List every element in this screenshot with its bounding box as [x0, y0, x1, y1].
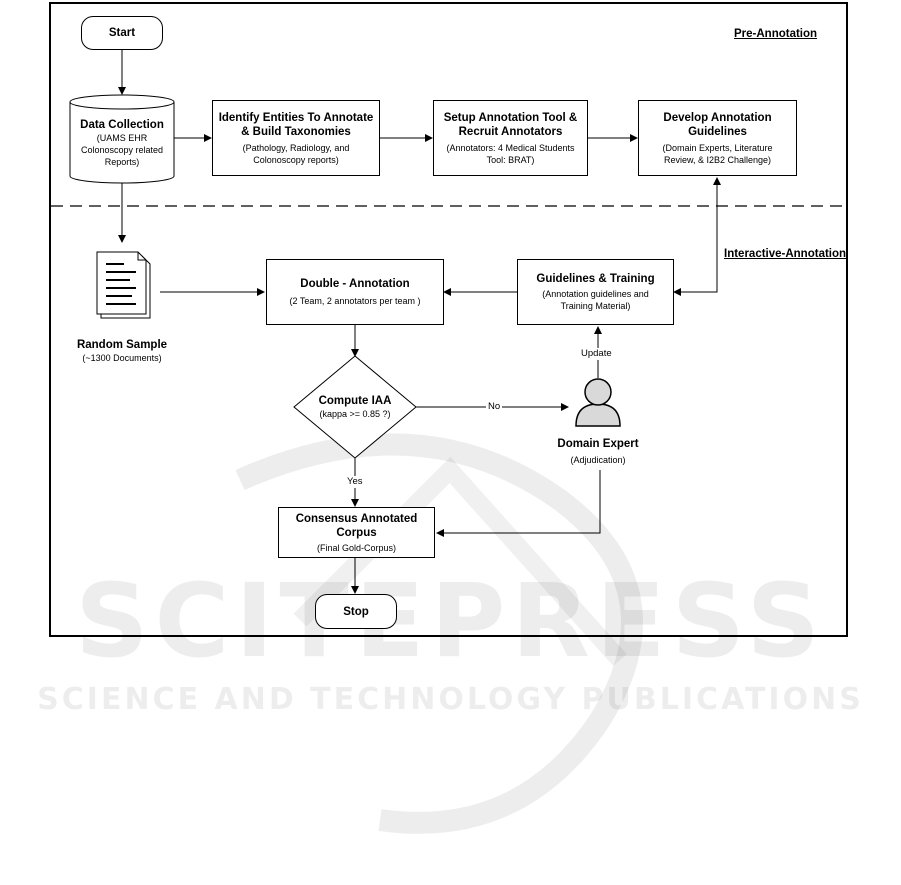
compute-iaa-sub: (kappa >= 0.85 ?)	[319, 409, 391, 419]
consensus-node: Consensus Annotated Corpus (Final Gold-C…	[278, 507, 435, 558]
develop-guidelines-node: Develop Annotation Guidelines (Domain Ex…	[638, 100, 797, 176]
edge-label-no: No	[486, 401, 503, 413]
watermark-text-small: SCIENCE AND TECHNOLOGY PUBLICATIONS	[37, 682, 864, 717]
develop-guidelines-title1: Develop Annotation	[663, 111, 772, 124]
identify-entities-node: Identify Entities To Annotate & Build Ta…	[212, 100, 380, 176]
guidelines-training-title: Guidelines & Training	[536, 273, 655, 285]
stop-node: Stop	[315, 594, 397, 629]
start-node: Start	[81, 16, 163, 50]
identify-entities-title1: Identify Entities To Annotate	[218, 111, 374, 124]
data-collection-sub2: Colonoscopy related	[80, 145, 164, 155]
edge-label-yes: Yes	[346, 476, 364, 488]
start-label: Start	[108, 27, 136, 39]
iaa-decision-diamond	[293, 355, 417, 459]
edge-label-update: Update	[580, 348, 613, 360]
consensus-title2: Corpus	[336, 526, 377, 539]
setup-tool-sub1: (Annotators: 4 Medical Students	[446, 142, 575, 153]
compute-iaa-node: Compute IAA (kappa >= 0.85 ?)	[300, 394, 410, 420]
double-annotation-node: Double - Annotation (2 Team, 2 annotator…	[266, 259, 444, 325]
domain-expert-title: Domain Expert	[557, 438, 639, 450]
data-collection-title: Data Collection	[80, 119, 164, 131]
develop-guidelines-title2: Guidelines	[688, 125, 747, 138]
setup-tool-title1: Setup Annotation Tool &	[443, 111, 578, 124]
setup-tool-sub2: Tool: BRAT)	[486, 154, 535, 165]
random-sample-sub: (~1300 Documents)	[82, 353, 162, 363]
domain-expert-sub: (Adjudication)	[570, 455, 626, 465]
double-annotation-sub: (2 Team, 2 annotators per team )	[289, 296, 421, 306]
data-collection-sub3: Reports)	[104, 157, 140, 167]
pre-annotation-label: Pre-Annotation	[734, 28, 818, 40]
domain-expert-node: Domain Expert (Adjudication)	[540, 437, 656, 466]
document-icon	[96, 251, 151, 319]
edge-develop-guidelines	[673, 198, 718, 296]
guidelines-training-sub2: Training Material)	[560, 301, 631, 311]
identify-entities-sub1: (Pathology, Radiology, and	[242, 142, 350, 153]
consensus-sub: (Final Gold-Corpus)	[316, 542, 397, 553]
consensus-title1: Consensus Annotated	[295, 512, 418, 525]
develop-guidelines-sub1: (Domain Experts, Literature	[662, 142, 773, 153]
double-annotation-title: Double - Annotation	[300, 278, 410, 290]
data-collection-cylinder	[69, 94, 175, 184]
stop-label: Stop	[343, 605, 369, 618]
interactive-annotation-label: Interactive-Annotation	[724, 248, 847, 260]
identify-entities-sub2: Colonoscopy reports)	[253, 154, 339, 165]
random-sample-node: Random Sample (~1300 Documents)	[62, 338, 182, 364]
guidelines-training-sub1: (Annotation guidelines and	[542, 289, 649, 299]
watermark-text-large: SCITEPRESS	[75, 562, 826, 681]
random-sample-title: Random Sample	[76, 339, 168, 351]
identify-entities-title2: & Build Taxonomies	[241, 125, 351, 138]
edge-expert-consensus	[436, 470, 601, 537]
diagram-frame	[49, 2, 848, 637]
data-collection-node: Data Collection (UAMS EHR Colonoscopy re…	[70, 118, 174, 168]
person-icon	[575, 378, 621, 427]
compute-iaa-title: Compute IAA	[318, 395, 392, 407]
setup-tool-title2: Recruit Annotators	[458, 125, 563, 138]
develop-guidelines-sub2: Review, & I2B2 Challenge)	[663, 154, 772, 165]
guidelines-training-node: Guidelines & Training (Annotation guidel…	[517, 259, 674, 325]
data-collection-sub1: (UAMS EHR	[96, 133, 148, 143]
setup-tool-node: Setup Annotation Tool & Recruit Annotato…	[433, 100, 588, 176]
